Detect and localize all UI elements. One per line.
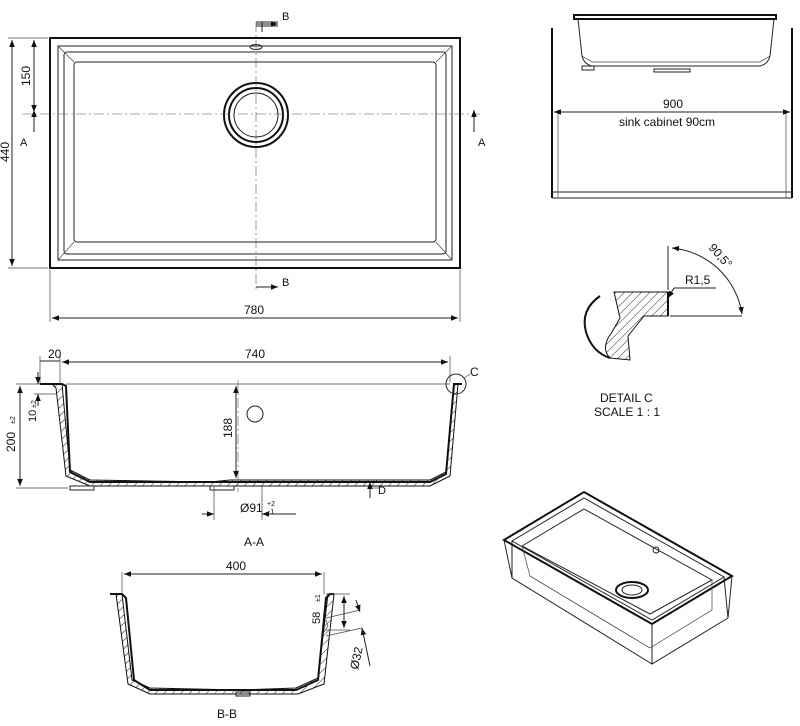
dim-58-tol: ±1 xyxy=(315,594,322,602)
section-aa-view: 20 740 200 ±2 10 ±2 188 Ø91 +2 -1 C xyxy=(4,347,479,549)
detail-c-marker-label: C xyxy=(470,365,479,379)
cabinet-note: sink cabinet 90cm xyxy=(619,115,715,129)
iso-drain-outer xyxy=(615,581,649,599)
dim-188: 188 xyxy=(221,418,235,438)
dim-400: 400 xyxy=(226,559,246,573)
section-a-left-label: A xyxy=(20,137,28,149)
isometric-view xyxy=(502,490,734,665)
dim-200: 200 xyxy=(4,432,18,452)
section-bb-view: 400 58 ±1 Ø32 B-B xyxy=(110,559,371,721)
dim-900: 900 xyxy=(663,97,683,111)
detail-c-view: 90,5° R1,5 DETAIL C SCALE 1 : 1 xyxy=(583,241,744,419)
section-bb-caption: B-B xyxy=(217,707,237,721)
section-b-top-label: B xyxy=(282,11,289,23)
detail-c-angle: 90,5° xyxy=(706,241,735,271)
dim-10-tol: ±2 xyxy=(31,400,38,408)
detail-c-title: DETAIL C xyxy=(600,391,653,405)
dim-d91-tol-top: +2 xyxy=(267,501,275,508)
iso-drain-inner xyxy=(621,584,643,596)
dim-d91-tol-bottom: -1 xyxy=(268,509,274,516)
dim-780: 780 xyxy=(244,303,264,317)
dim-d91: Ø91 xyxy=(240,501,263,515)
dim-58: 58 xyxy=(311,612,323,624)
dim-440: 440 xyxy=(0,142,12,162)
section-aa-caption: A-A xyxy=(244,535,264,549)
drain-middle xyxy=(228,87,284,143)
sink-bowl-edge xyxy=(63,51,447,255)
dim-d32: Ø32 xyxy=(347,645,365,670)
detail-d-label: D xyxy=(378,485,386,497)
aa-overflow-hole xyxy=(246,405,264,423)
cabinet-view: 900 sink cabinet 90cm xyxy=(551,14,793,199)
detail-c-scale: SCALE 1 : 1 xyxy=(594,405,660,419)
sink-inner-rim xyxy=(57,45,453,261)
sink-outer-rim xyxy=(49,37,461,269)
sink-bowl-bottom xyxy=(73,61,437,243)
dim-200-tol: ±2 xyxy=(10,416,17,424)
top-view: A A B B 440 150 780 xyxy=(0,11,486,322)
detail-c-marker xyxy=(445,373,467,395)
dim-740: 740 xyxy=(245,347,265,361)
dim-20: 20 xyxy=(48,347,62,361)
dim-150: 150 xyxy=(19,66,33,86)
dim-10: 10 xyxy=(27,410,39,422)
section-b-bottom-label: B xyxy=(282,277,289,289)
detail-c-radius: R1,5 xyxy=(685,273,711,287)
iso-overflow-hole xyxy=(652,546,660,554)
section-a-right-label: A xyxy=(478,137,486,149)
